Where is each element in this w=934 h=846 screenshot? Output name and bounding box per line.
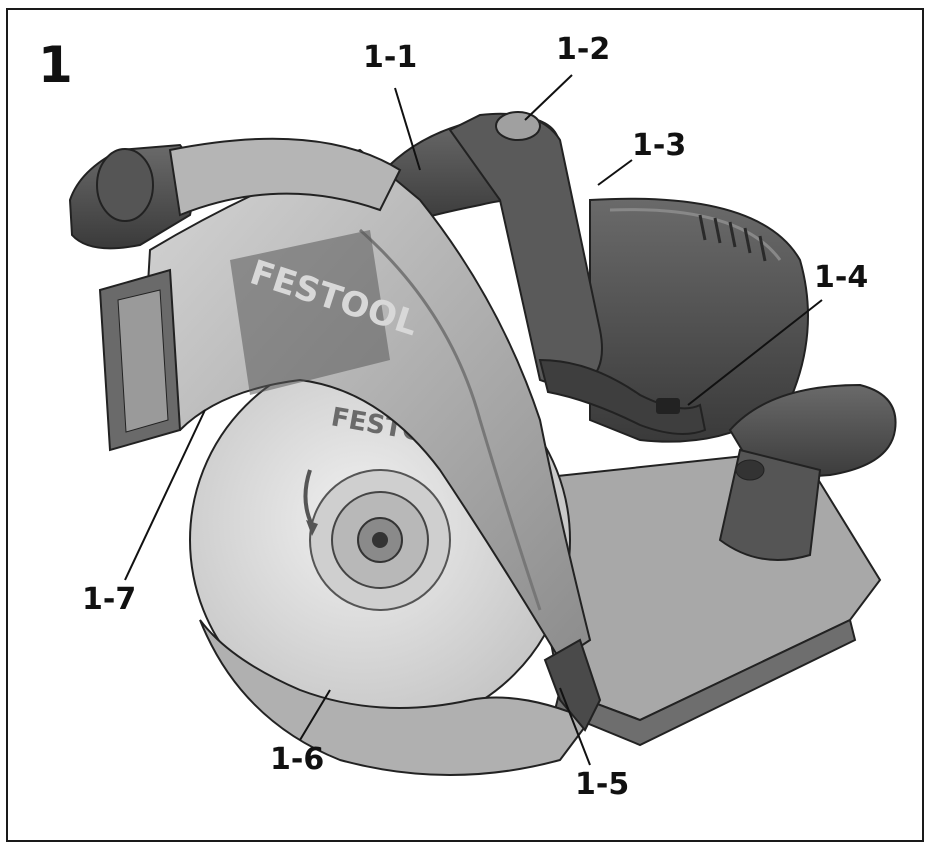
leader-1-6 — [299, 689, 331, 741]
callout-1-1: 1-1 — [363, 40, 418, 75]
callout-1-5: 1-5 — [575, 767, 630, 802]
callout-1-7: 1-7 — [82, 582, 137, 617]
leader-1-3 — [597, 159, 633, 186]
front-handle — [718, 383, 897, 561]
callout-1-2: 1-2 — [556, 32, 611, 67]
dust-extraction-port — [68, 137, 402, 250]
leader-1-1 — [394, 87, 421, 171]
leader-1-4 — [687, 299, 823, 406]
motor-housing — [589, 197, 809, 443]
callout-1-3: 1-3 — [632, 128, 687, 163]
leader-1-5 — [559, 687, 591, 766]
upper-blade-guard: FESTOOL — [138, 148, 592, 662]
leader-1-7 — [124, 409, 206, 581]
figure-number: 1 — [38, 36, 73, 94]
callout-1-4: 1-4 — [814, 260, 869, 295]
side-scale-plate — [98, 268, 182, 452]
lower-blade-guard — [199, 619, 592, 776]
main-handle — [378, 111, 707, 435]
riving-knife — [543, 638, 602, 732]
callout-1-6: 1-6 — [270, 742, 325, 777]
leader-1-2 — [524, 74, 573, 121]
leader-lines — [124, 74, 823, 766]
